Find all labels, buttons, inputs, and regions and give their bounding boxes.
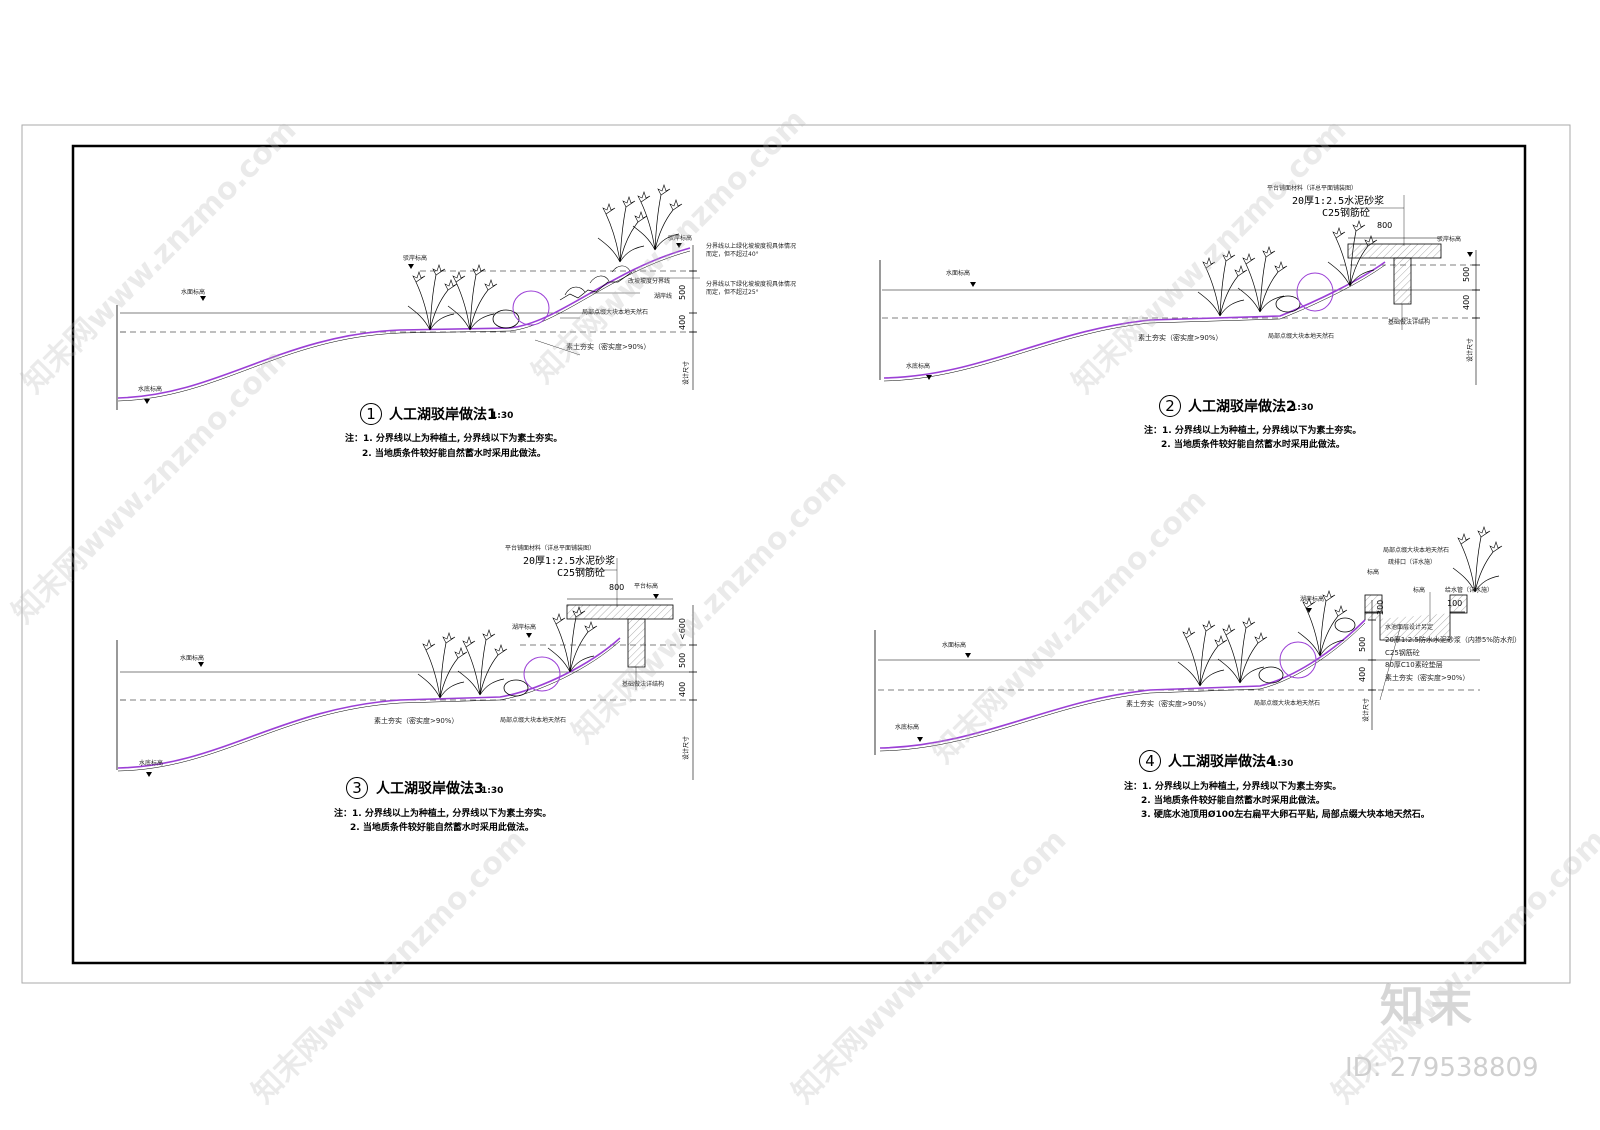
section-1-dim-500: 500: [678, 284, 687, 300]
section-1-scale: 1:30: [491, 411, 514, 421]
section-4-drawing: [874, 526, 1503, 755]
section-3-scale: 1:30: [481, 786, 504, 796]
section-2-dim-800: 800: [1377, 221, 1393, 230]
section-2-dim-design: 设计尺寸: [1467, 337, 1474, 362]
section-2-dim-500: 500: [1462, 266, 1471, 282]
section-4-dim-500: 500: [1358, 636, 1367, 652]
section-3-dim-800: 800: [609, 583, 625, 592]
section-3-title: 人工湖驳岸做法3: [376, 781, 484, 797]
section-4-waterproof: 水池面层设计另定: [1385, 624, 1434, 631]
brand-logo: 知末: [1380, 981, 1476, 1032]
section-1-dim-400: 400: [678, 314, 687, 330]
section-2-rock: 局部点缀大块本地天然石: [1268, 333, 1335, 340]
section-4-dim-300: 300: [1376, 599, 1385, 615]
section-3-mortar: 20厚1:2.5水泥砂浆: [523, 556, 616, 567]
section-1-drawing: [116, 184, 700, 410]
section-4-note-1: 注：1. 分界线以上为种植土, 分界线以下为素土夯实。: [1124, 782, 1342, 792]
section-2-soil: 素土夯实（密实度>90%）: [1138, 334, 1223, 342]
section-3-water-level: 水面标高: [180, 655, 205, 662]
section-3-bottom-level: 水底标高: [139, 760, 164, 767]
section-4-note-2: 2. 当地质条件较好能自然蓄水时采用此做法。: [1141, 796, 1325, 806]
section-1-top-level: 驳岸标高: [668, 235, 693, 242]
section-3-rock: 局部点缀大块本地天然石: [500, 717, 567, 724]
section-4-base: 80厚C10素砼垫层: [1385, 661, 1443, 669]
brand-id: ID: 279538809: [1345, 1053, 1539, 1083]
section-2-foundation: 基础做法详结构: [1388, 319, 1431, 326]
section-4-rock: 局部点缀大块本地天然石: [1254, 700, 1321, 707]
section-3-dim-design: 设计尺寸: [683, 735, 690, 760]
section-1-rock: 局部点缀大块本地天然石: [582, 309, 649, 316]
section-3-dim-400: 400: [678, 681, 687, 697]
section-2-scale: 1:30: [1291, 403, 1314, 413]
section-4-number: 4: [1139, 750, 1161, 772]
section-2-title: 人工湖驳岸做法2: [1188, 399, 1296, 415]
section-4-concrete: C25钢筋砼: [1385, 649, 1420, 657]
section-4-dim-100: 100: [1447, 599, 1463, 608]
section-3-shore-level: 湖岸标高: [512, 624, 537, 631]
section-3-platform-material: 平台铺面材料（详总平面铺装图）: [505, 545, 596, 552]
section-2-top-level: 驳岸标高: [1437, 236, 1462, 243]
section-4-shore-level: 湖岸标高: [1300, 596, 1325, 603]
section-2-number: 2: [1159, 395, 1181, 417]
section-1-note-lower: 分界线以下绿化坡坡度视具体情况而定，但不超过25°: [706, 281, 797, 297]
section-1-shore-line: 湖岸线: [654, 293, 673, 300]
section-2-note-2: 2. 当地质条件较好能自然蓄水时采用此做法。: [1161, 440, 1345, 450]
section-1-number: 1: [360, 403, 382, 425]
section-1-note-upper: 分界线以上绿化坡坡度视具体情况而定，但不超过40°: [706, 243, 797, 259]
section-4-mortar: 20厚1:2.5防水水泥砂浆（内掺5%防水剂）: [1385, 636, 1521, 644]
section-2-water-level: 水面标高: [946, 270, 971, 277]
section-2-bottom-level: 水底标高: [906, 363, 931, 370]
section-2-note-1: 注：1. 分界线以上为种植土, 分界线以下为素土夯实。: [1144, 426, 1362, 436]
section-2-mortar: 20厚1:2.5水泥砂浆: [1292, 196, 1385, 207]
section-4-drain: 疏排口（详水施）: [1388, 559, 1437, 566]
section-1-water-level: 水面标高: [181, 289, 206, 296]
section-2-drawing: [879, 195, 1480, 385]
section-3-platform-level: 平台标高: [634, 583, 659, 590]
section-2-concrete: C25钢筋砼: [1322, 208, 1371, 219]
section-1-title: 人工湖驳岸做法1: [389, 407, 497, 423]
section-4-mark-2: 标高: [1413, 587, 1426, 594]
section-4-pipe: 给水管（详水施）: [1445, 587, 1494, 594]
section-4-dim-400: 400: [1358, 666, 1367, 682]
section-4-mark: 标高: [1367, 569, 1380, 576]
outer-frame: [21, 124, 1571, 984]
section-1-dim-design: 设计尺寸: [683, 360, 690, 385]
section-4-soil: 素土夯实（密实度>90%）: [1126, 700, 1211, 708]
section-3-note-1: 注：1. 分界线以上为种植土, 分界线以下为素土夯实。: [334, 809, 552, 819]
section-3-note-2: 2. 当地质条件较好能自然蓄水时采用此做法。: [350, 823, 534, 833]
section-1-slope-line: 改坡坡度分界线: [628, 278, 671, 285]
section-1-bottom-level: 水底标高: [138, 386, 163, 393]
section-1-soil: 素土夯实（密实度>90%）: [566, 343, 651, 351]
section-1-note-1: 注：1. 分界线以上为种植土, 分界线以下为素土夯实。: [345, 434, 563, 444]
section-1-note-2: 2. 当地质条件较好能自然蓄水时采用此做法。: [362, 449, 546, 459]
section-4-dim-design: 设计尺寸: [1363, 697, 1370, 722]
section-3-concrete: C25钢筋砼: [557, 568, 606, 579]
section-4-note-3: 3. 硬底水池顶用Ø100左右扁平大卵石平贴, 局部点缀大块本地天然石。: [1141, 810, 1430, 820]
section-3-drawing: [116, 558, 697, 780]
section-3-foundation: 基础做法详结构: [622, 681, 665, 688]
section-4-title: 人工湖驳岸做法4: [1168, 754, 1276, 770]
section-4-scale: 1:30: [1271, 759, 1294, 769]
inner-frame: [71, 144, 1527, 965]
section-4-bottom-level: 水底标高: [895, 724, 920, 731]
section-2-dim-400: 400: [1462, 294, 1471, 310]
section-3-soil: 素土夯实（密实度>90%）: [374, 717, 459, 725]
section-1-shore-level: 驳岸标高: [403, 255, 428, 262]
section-4-rock-top: 局部点缀大块本地天然石: [1383, 547, 1450, 554]
section-4-water-level: 水面标高: [942, 642, 967, 649]
section-3-number: 3: [346, 777, 368, 799]
section-2-platform-material: 平台铺面材料（详总平面铺装图）: [1267, 185, 1358, 192]
section-4-soil-right: 素土夯实（密实度>90%）: [1385, 674, 1470, 682]
